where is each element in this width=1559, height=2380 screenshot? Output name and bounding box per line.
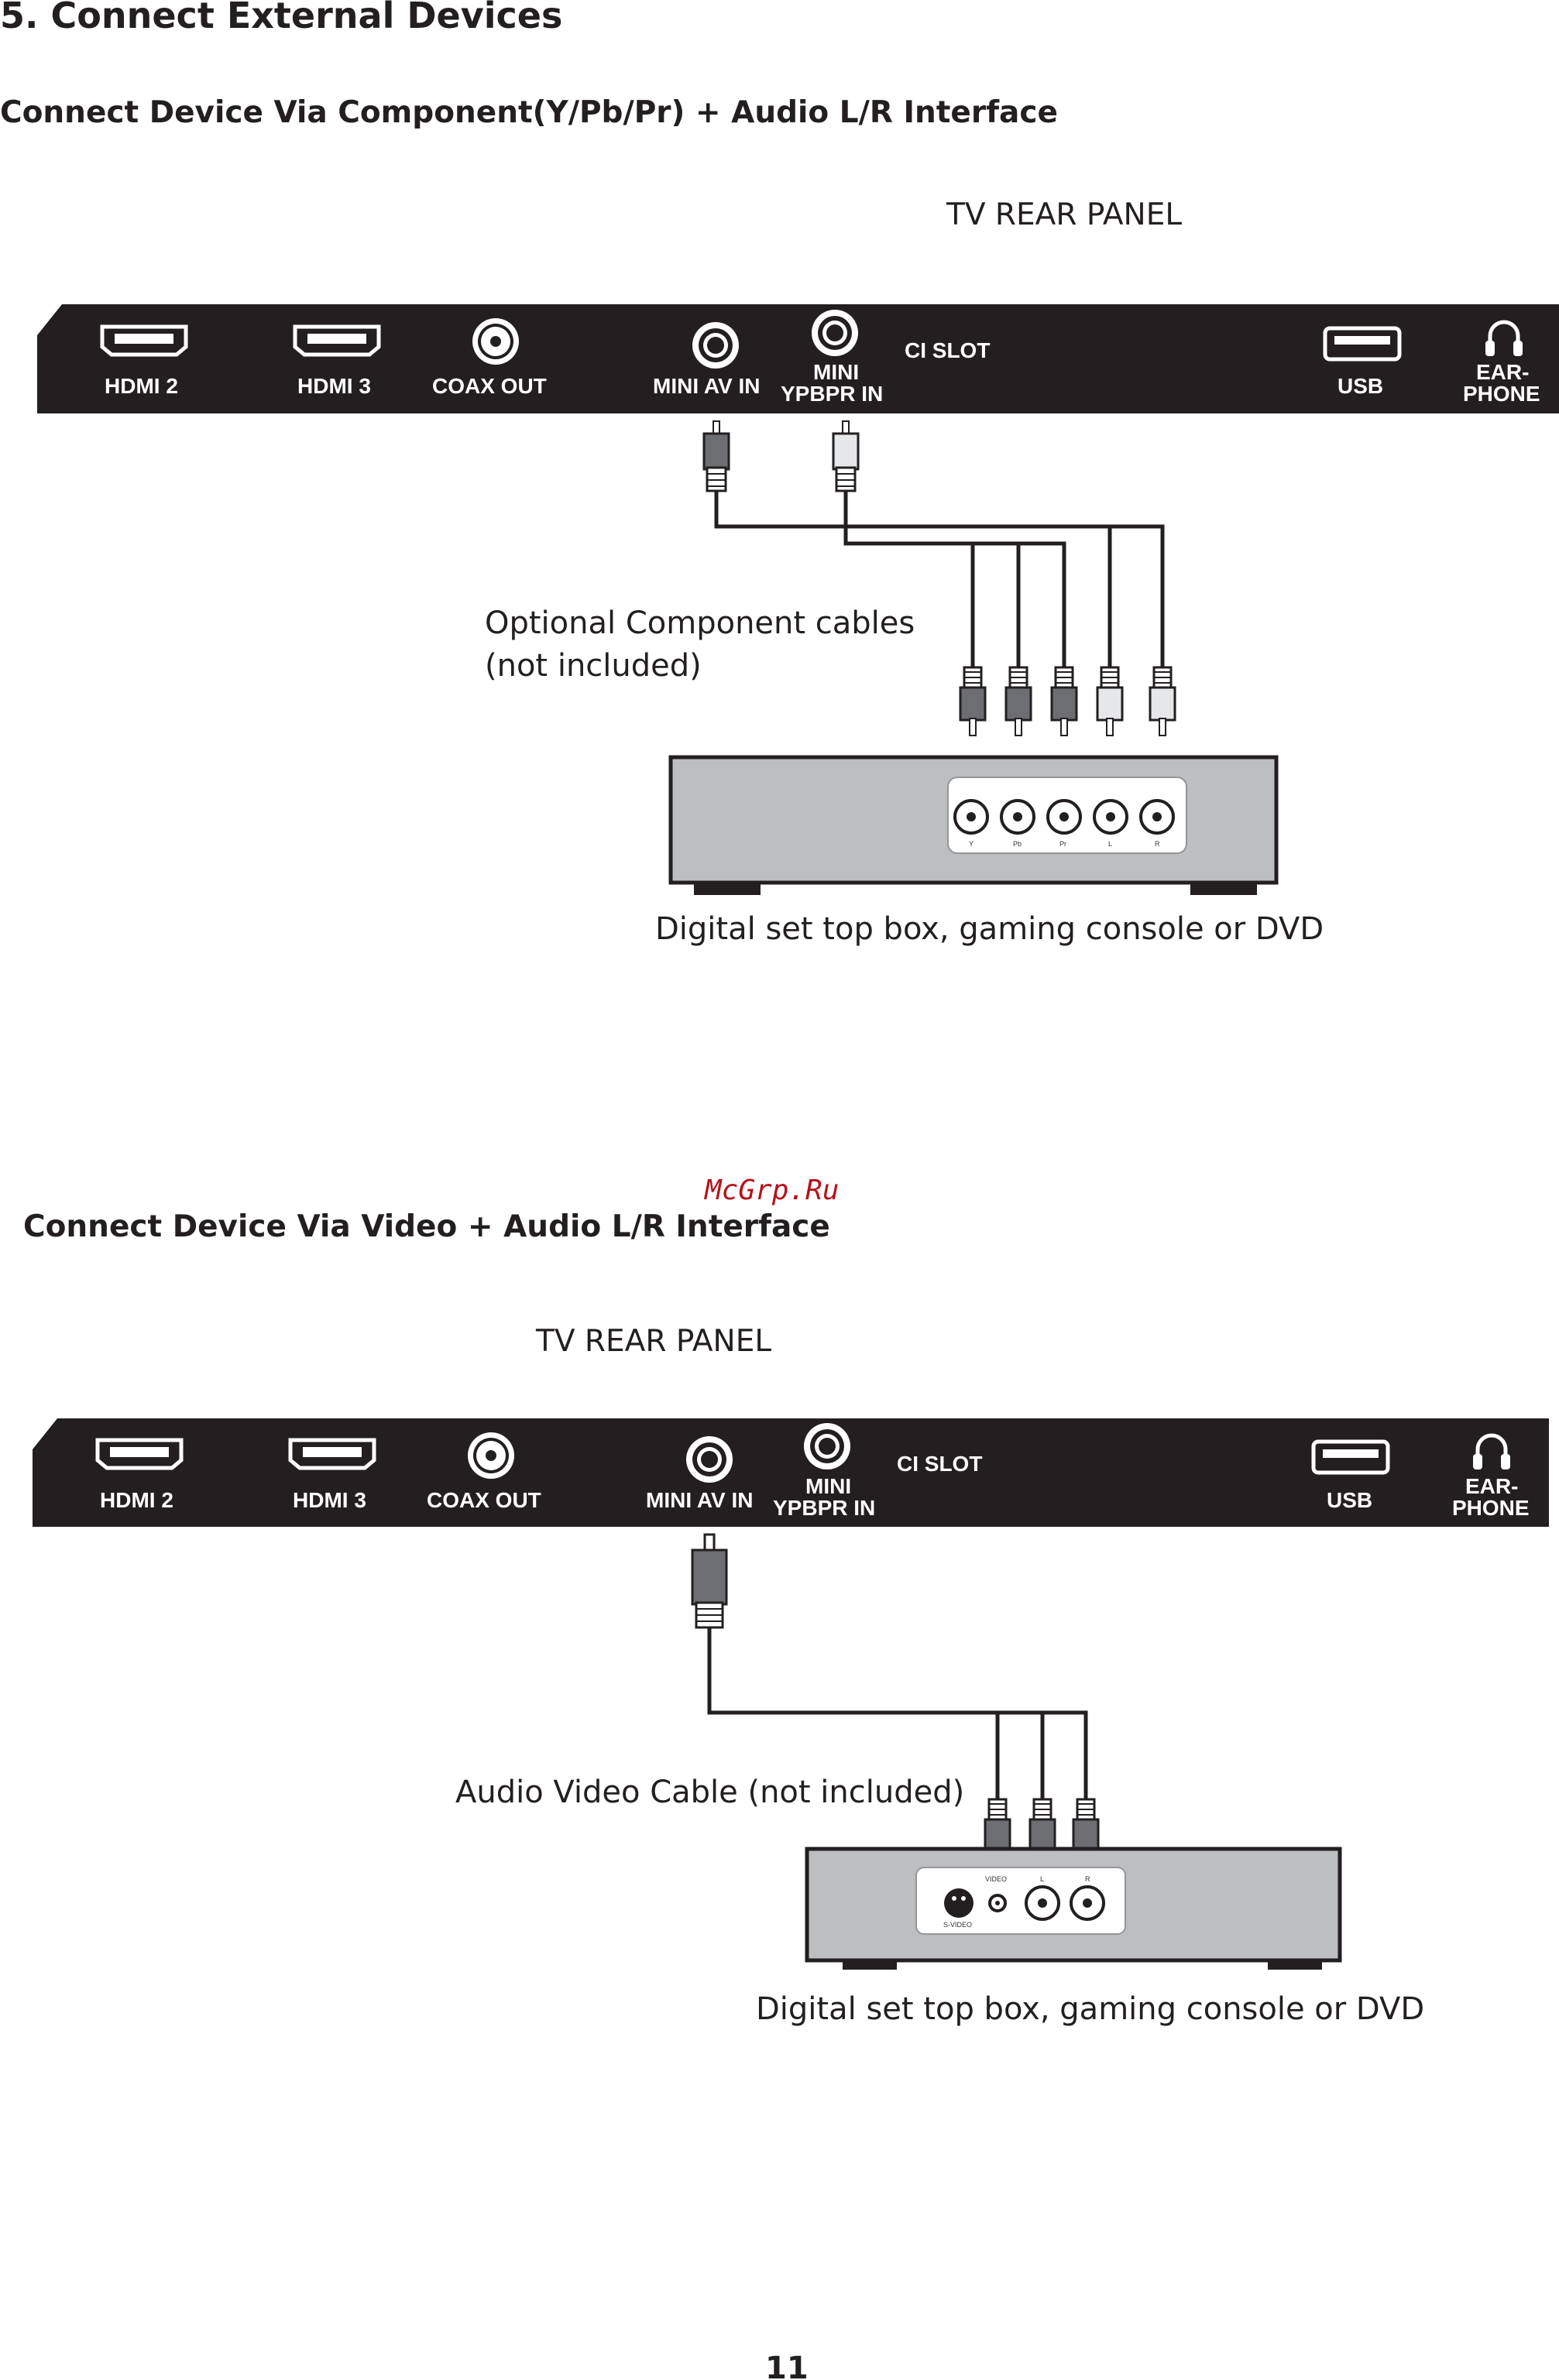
rear-panel-bar [37,304,1559,413]
mini-av-in-label: MINI AV IN [646,1488,753,1512]
audio-l-jack [1093,799,1128,835]
pb-plug [1004,666,1032,737]
rear-panel-bar [33,1418,1549,1527]
mini-av-in-jack-icon [692,322,739,369]
set-top-box-1: Y Pb Pr L R [668,755,1279,895]
svideo-pin [961,1896,966,1901]
mini-ypbpr-in-jack-icon [812,310,858,356]
device-jack-panel [915,1867,1126,1935]
pr-plug [1050,666,1078,737]
section-title: 5. Connect External Devices [0,0,562,36]
coax-out-label: COAX OUT [432,374,547,398]
section2-heading: Connect Device Via Video + Audio L/R Int… [23,1209,830,1244]
device-caption-2: Digital set top box, gaming console or D… [756,1991,1424,2027]
av-plug-top [691,1533,728,1629]
y-plug [959,666,987,737]
earphone-label-line2: PHONE [1452,1496,1530,1520]
mini-ypbpr-label-line2: YPBPR IN [781,382,883,406]
ci-slot-label: CI SLOT [897,1452,982,1476]
earphone-label-line1: EAR- [1476,360,1529,384]
cable-caption-line2: (not included) [485,648,702,684]
video-jack-pin [995,1901,1000,1905]
audio-video-cable [691,1533,1100,1869]
set-top-box-2: S-VIDEO VIDEO L R [805,1847,1342,1970]
jack-label-pr: Pr [1059,840,1066,848]
jack-label-pb: Pb [1013,840,1022,848]
audio-r-plug [1149,666,1176,737]
pb-jack [1000,799,1035,835]
earphone-label-line1: EAR- [1465,1474,1518,1498]
usb-label: USB [1338,374,1383,398]
svideo-jack [944,1888,974,1918]
coax-out-jack-icon [468,1432,514,1479]
watermark: McGrp.Ru [703,1175,839,1206]
mini-ypbpr-label-line2: YPBPR IN [773,1496,875,1520]
component-cables [702,420,1176,737]
svideo-pin [952,1896,956,1901]
mini-av-in-jack-icon [686,1436,733,1483]
tv-rear-panel-2: HDMI 2 HDMI 3 COAX OUT MINI AV IN MINI Y… [33,1418,1549,1527]
mini-ypbpr-label-line1: MINI [813,360,859,384]
page-number: 11 [765,2351,809,2380]
mini-ypbpr-label-line1: MINI [805,1474,851,1498]
svideo-label: S-VIDEO [943,1921,972,1929]
hdmi2-label: HDMI 2 [100,1488,173,1512]
device-caption-1: Digital set top box, gaming console or D… [655,911,1324,947]
av-plug-top [702,420,730,492]
y-jack [953,799,989,835]
jack-label-r: R [1155,840,1160,848]
mini-av-in-label: MINI AV IN [653,374,760,398]
audio-r-jack [1070,1885,1105,1921]
jack-label-r: R [1085,1875,1090,1883]
jack-label-y: Y [969,840,974,848]
coax-out-jack-icon [472,318,519,365]
section1-panel-label: TV REAR PANEL [946,197,1182,232]
section2-panel-label: TV REAR PANEL [535,1324,771,1359]
jack-label-l: L [1040,1875,1044,1883]
ci-slot-label: CI SLOT [905,338,990,362]
jack-label-l: L [1108,840,1112,848]
mini-ypbpr-in-jack-icon [804,1423,850,1469]
cable-caption-2: Audio Video Cable (not included) [455,1775,964,1810]
tv-rear-panel-1: HDMI 2 HDMI 3 COAX OUT MINI AV IN MINI Y… [37,304,1559,413]
hdmi3-label: HDMI 3 [297,374,371,398]
hdmi2-label: HDMI 2 [105,374,178,398]
audio-r-jack [1139,799,1175,835]
hdmi3-label: HDMI 3 [293,1488,366,1512]
coax-out-label: COAX OUT [427,1488,541,1512]
ypbpr-plug-top [832,420,860,492]
section1-heading: Connect Device Via Component(Y/Pb/Pr) + … [0,95,1058,130]
pr-jack [1046,799,1082,835]
audio-l-plug [1096,666,1124,737]
audio-l-jack [1025,1885,1060,1921]
cable-caption-line1: Optional Component cables [485,605,915,641]
usb-label: USB [1327,1488,1372,1512]
earphone-label-line2: PHONE [1463,382,1540,406]
jack-label-video: VIDEO [985,1875,1007,1883]
